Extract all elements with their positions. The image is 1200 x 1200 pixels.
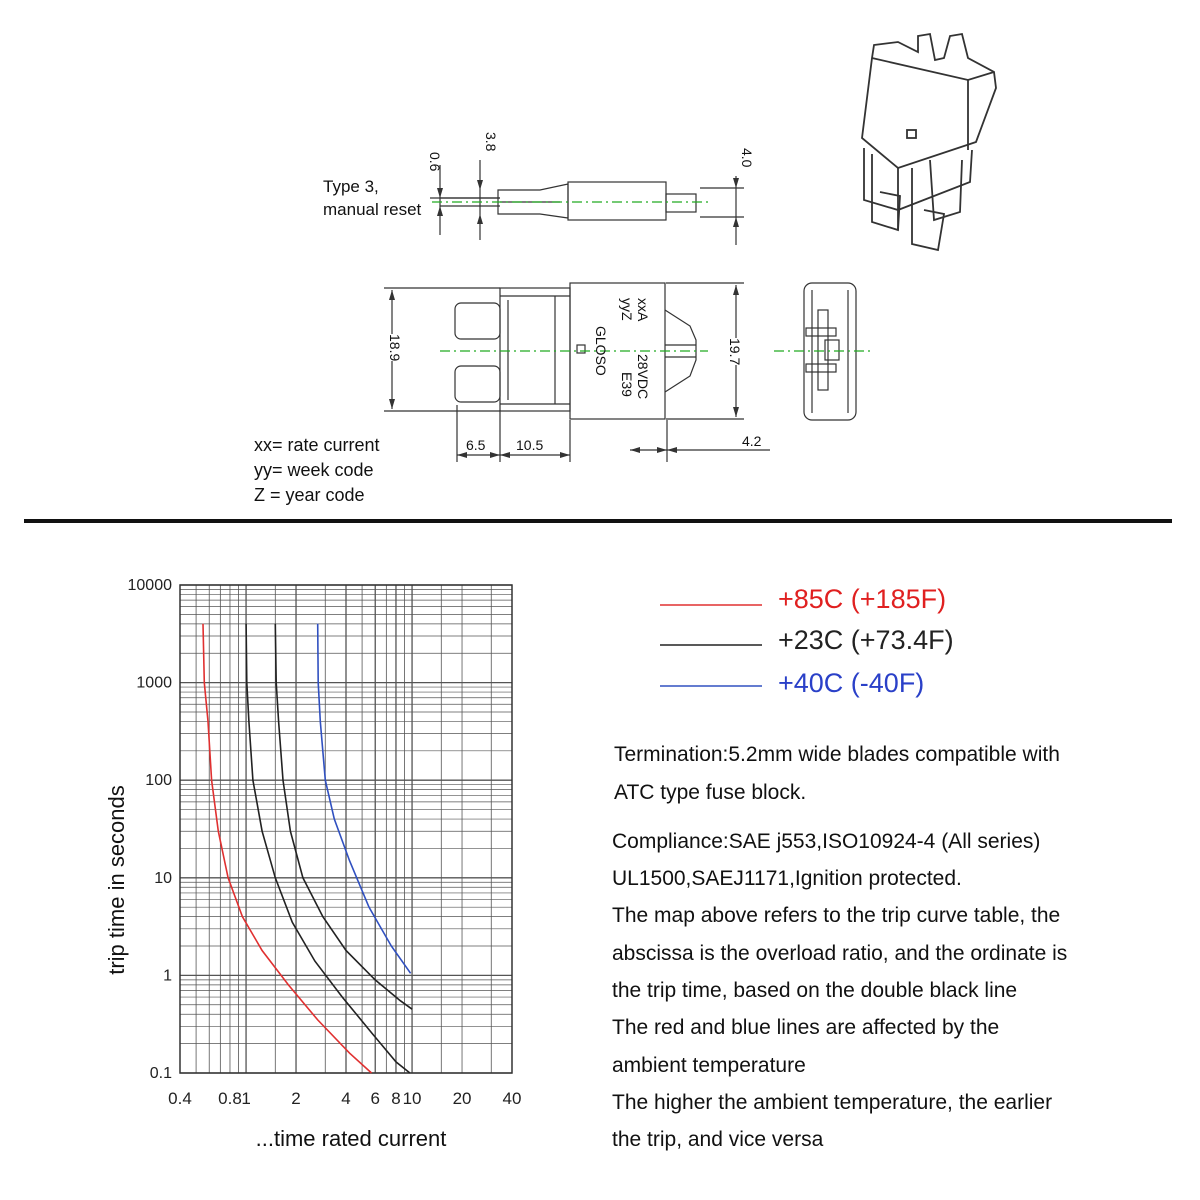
chart-grid [179,584,513,1074]
y-tick-label: 10000 [128,577,173,594]
trip-curve-1 [245,623,411,1074]
dim-6-5: 6.5 [466,437,486,453]
dim-10-5: 10.5 [516,437,544,453]
x-axis-label: ...time rated current [256,1126,447,1151]
x-tick-label: 20 [453,1089,472,1108]
desc-line-3: Compliance:SAE j553,ISO10924-4 (All seri… [612,830,1041,853]
legend-label-23c: +23C (+73.4F) [778,625,954,655]
x-tick-label: 1 [241,1089,250,1108]
x-tick-label: 6 [370,1089,379,1108]
desc-line-11: the trip, and vice versa [612,1128,824,1151]
3d-view [861,32,997,252]
trip-curve-2 [274,623,413,1010]
desc-line-10: The higher the ambient temperature, the … [612,1091,1053,1114]
note-week-code: yy= week code [254,460,374,480]
y-tick-label: 1 [163,967,172,984]
x-tick-label: 4 [341,1089,350,1108]
y-tick-label: 0.1 [150,1065,172,1082]
legend-label-40c: +40C (-40F) [778,668,925,698]
dim-4-2: 4.2 [742,433,762,449]
desc-line-7: the trip time, based on the double black… [612,979,1018,1002]
x-tick-label: 40 [503,1089,522,1108]
legend-label-85c: +85C (+185F) [778,584,947,614]
technical-drawing [24,32,1172,523]
y-tick-label: 100 [145,772,172,789]
x-tick-label: 8 [391,1089,400,1108]
note-rate-current: xx= rate current [254,435,380,455]
trip-curve-0 [202,623,373,1074]
desc-line-8: The red and blue lines are affected by t… [612,1016,1000,1039]
x-tick-label: 0.8 [218,1089,242,1108]
desc-line-9: ambient temperature [612,1054,806,1077]
y-tick-label: 1000 [136,675,172,692]
desc-line-1: Termination:5.2mm wide blades compatible… [614,743,1060,766]
desc-line-6: abscissa is the overload ratio, and the … [612,942,1068,965]
x-tick-label: 2 [291,1089,300,1108]
y-tick-label: 10 [154,870,172,887]
chart-curves [202,623,413,1074]
x-tick-label: 10 [403,1089,422,1108]
side-view [430,160,744,245]
desc-line-4: UL1500,SAEJ1171,Ignition protected. [612,867,962,890]
trip-curve-3 [316,623,412,974]
type-note-line-1: Type 3, [323,177,379,196]
desc-line-5: The map above refers to the trip curve t… [612,904,1061,927]
x-tick-label: 0.4 [168,1089,192,1108]
type-note-line-2: manual reset [323,200,422,219]
y-axis-label: trip time in seconds [104,785,129,975]
plot-frame [179,584,513,1074]
desc-line-2: ATC type fuse block. [614,781,807,804]
note-year-code: Z = year code [254,485,365,505]
